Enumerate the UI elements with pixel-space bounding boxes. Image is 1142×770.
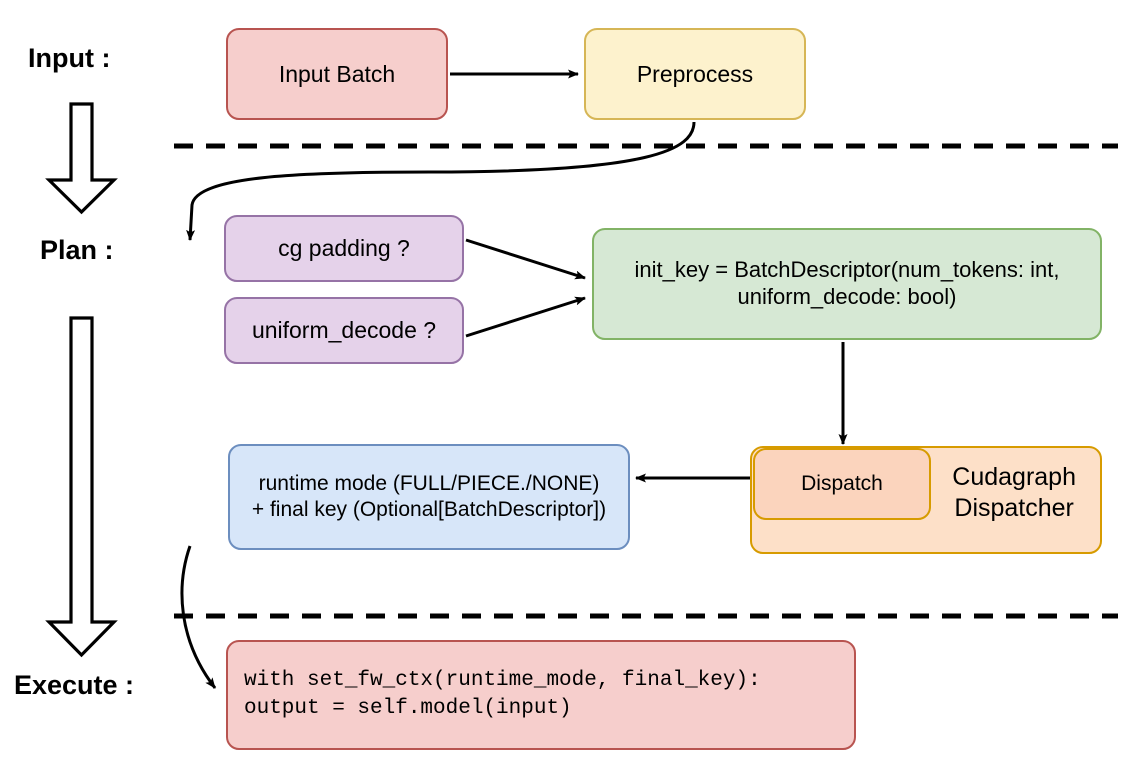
node-dispatch[interactable]: Dispatch	[753, 448, 931, 520]
node-runtime-mode[interactable]: runtime mode (FULL/PIECE./NONE) + final …	[228, 444, 630, 550]
arrow-runtime-mode-to-exec-code	[180, 545, 217, 689]
node-cg-padding-label: cg padding ?	[278, 235, 410, 262]
plan-to-execute-block-arrow	[45, 316, 118, 658]
node-uniform-decode[interactable]: uniform_decode ?	[224, 297, 464, 364]
stage-label-plan: Plan :	[40, 235, 114, 265]
node-input-batch-label: Input Batch	[278, 60, 396, 87]
node-input-batch[interactable]: Input Batch	[226, 28, 448, 120]
node-dispatch-label: Dispatch	[801, 472, 883, 496]
node-preprocess[interactable]: Preprocess	[584, 28, 806, 120]
node-preprocess-label: Preprocess	[636, 60, 754, 87]
arrow-uniform-decode-to-init-key	[465, 296, 586, 338]
stage-label-execute: Execute :	[14, 670, 135, 700]
node-runtime-mode-label: runtime mode (FULL/PIECE./NONE) + final …	[251, 472, 607, 521]
node-init-key-label: init_key = BatchDescriptor(num_tokens: i…	[634, 257, 1060, 309]
node-exec-code-label: with set_fw_ctx(runtime_mode, final_key)…	[244, 668, 761, 720]
node-init-key[interactable]: init_key = BatchDescriptor(num_tokens: i…	[592, 228, 1102, 340]
arrow-cg-padding-to-init-key	[465, 238, 586, 280]
stage-label-input: Input :	[28, 43, 111, 73]
node-uniform-decode-label: uniform_decode ?	[251, 317, 437, 344]
node-cudagraph-dispatcher-label: Cudagraph Dispatcher	[952, 463, 1076, 522]
input-to-plan-block-arrow	[45, 102, 118, 215]
node-exec-code[interactable]: with set_fw_ctx(runtime_mode, final_key)…	[226, 640, 856, 750]
node-cg-padding[interactable]: cg padding ?	[224, 215, 464, 282]
